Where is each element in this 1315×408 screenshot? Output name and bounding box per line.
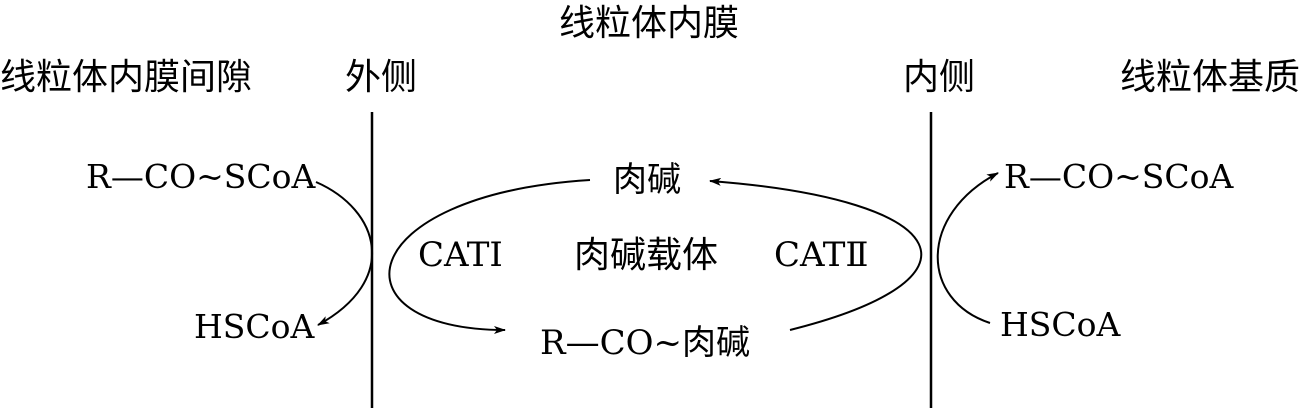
left-hscoa: HSCoA: [194, 307, 315, 346]
cat2-label: CATⅡ: [774, 235, 869, 275]
right-hscoa: HSCoA: [1000, 305, 1121, 344]
left-acyl-coa: R—CO~SCoA: [86, 157, 316, 196]
right-acyl-coa: R—CO~SCoA: [1004, 157, 1234, 196]
left-coa-release-arrow: [315, 181, 373, 326]
carnitine-to-acylcarnitine-arrow: [388, 179, 591, 334]
carnitine-label: 肉碱: [613, 160, 681, 200]
diagram-title: 线粒体内膜: [559, 3, 740, 44]
outer-side-label: 外侧: [345, 57, 418, 98]
acylcarnitine-to-carnitine-arrow: [709, 177, 923, 331]
acyl-carnitine-label: R—CO~肉碱: [540, 323, 750, 363]
matrix-label: 线粒体基质: [1120, 57, 1301, 98]
right-coa-formation-arrow: [936, 172, 999, 324]
cat1-label: CATⅠ: [418, 235, 503, 275]
carnitine-carrier-label: 肉碱载体: [574, 235, 719, 276]
intermembrane-space-label: 线粒体内膜间隙: [0, 57, 253, 98]
inner-side-label: 内侧: [903, 57, 976, 98]
